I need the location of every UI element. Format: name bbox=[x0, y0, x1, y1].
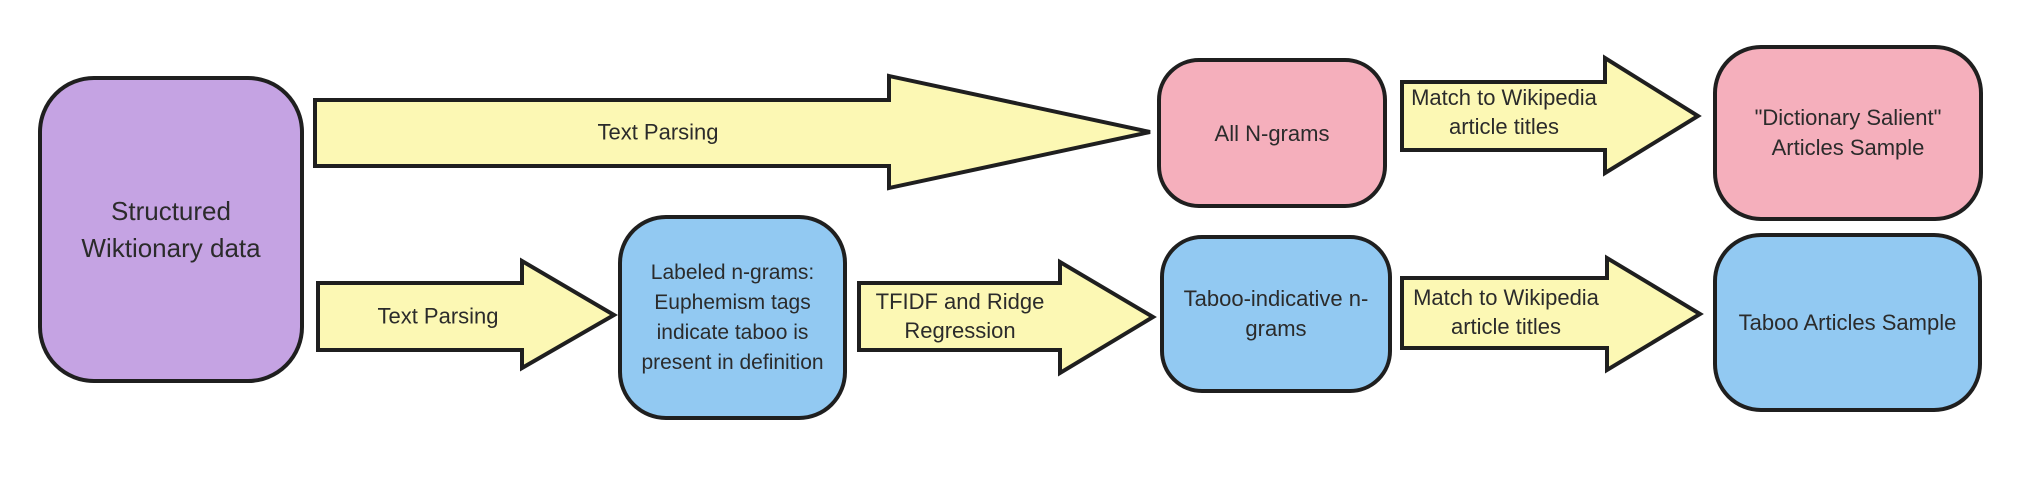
node-label: Labeled n-grams: Euphemism tags indicate… bbox=[641, 260, 824, 374]
node-labeled-ngrams: Labeled n-grams: Euphemism tags indicate… bbox=[618, 215, 847, 420]
node-taboo-articles-sample: Taboo Articles Sample bbox=[1713, 233, 1982, 412]
arrow-label-text-parsing-bottom: Text Parsing bbox=[377, 303, 499, 329]
arrow-label-match-wikipedia-top: Match to Wikipedia article titles bbox=[1411, 85, 1597, 139]
node-label: Structured Wiktionary data bbox=[81, 195, 261, 263]
node-label: Taboo-indicative n- grams bbox=[1183, 286, 1369, 341]
text-parsing-arrow-top bbox=[313, 73, 1151, 191]
arrow-label-text-parsing-top: Text Parsing bbox=[597, 119, 719, 145]
node-label: Taboo Articles Sample bbox=[1738, 309, 1957, 335]
match-wikipedia-arrow-top bbox=[1400, 54, 1702, 177]
match-wikipedia-arrow-bottom bbox=[1400, 254, 1704, 374]
node-dictionary-salient-articles-sample: "Dictionary Salient" Articles Sample bbox=[1713, 45, 1983, 221]
node-label: All N-grams bbox=[1214, 120, 1330, 146]
node-label: "Dictionary Salient" Articles Sample bbox=[1754, 105, 1942, 160]
arrow-label-match-wikipedia-bottom: Match to Wikipedia article titles bbox=[1413, 285, 1599, 339]
node-structured-wiktionary-data: Structured Wiktionary data bbox=[38, 76, 304, 383]
text-parsing-arrow-bottom bbox=[316, 257, 618, 372]
tfidf-ridge-arrow bbox=[857, 258, 1157, 377]
node-taboo-indicative-ngrams: Taboo-indicative n- grams bbox=[1160, 235, 1392, 393]
node-all-ngrams: All N-grams bbox=[1157, 58, 1387, 208]
arrow-label-tfidf-ridge: TFIDF and Ridge Regression bbox=[875, 289, 1045, 343]
